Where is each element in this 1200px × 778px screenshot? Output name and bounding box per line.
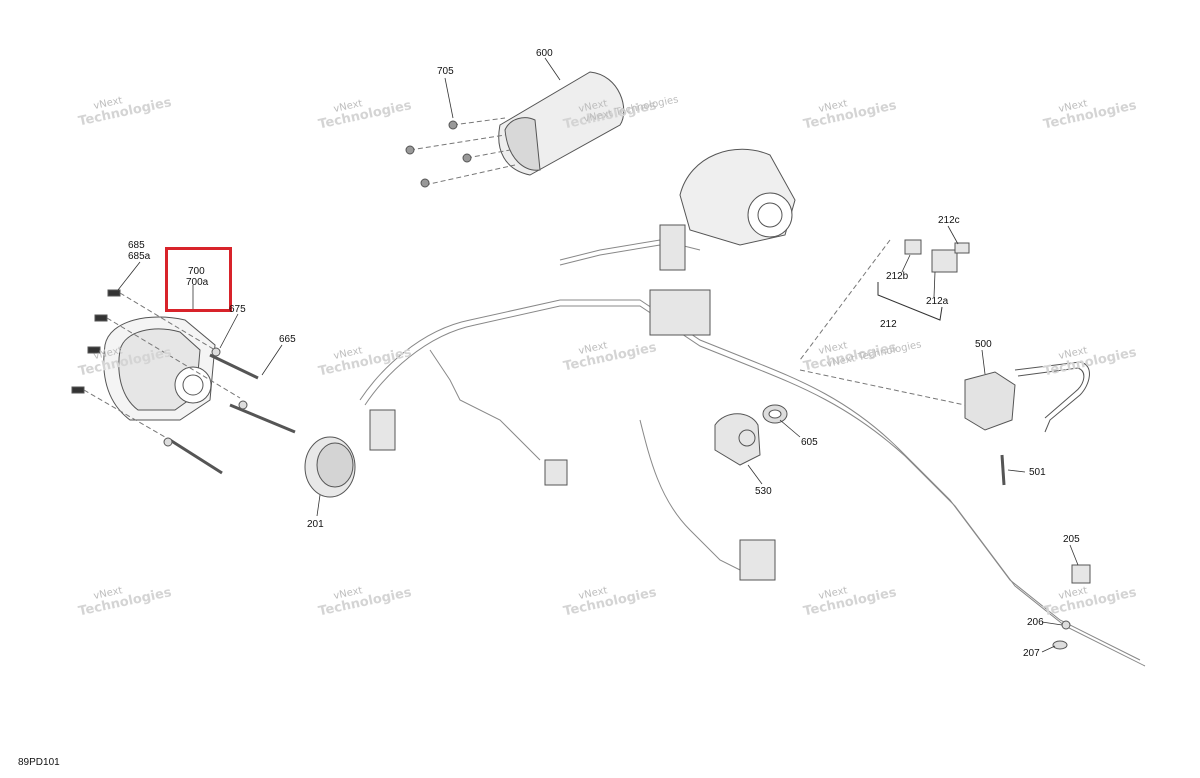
callout-685[interactable]: 685 <box>128 240 145 251</box>
callout-212b[interactable]: 212b <box>886 271 909 282</box>
callout-685a[interactable]: 685a <box>128 251 151 262</box>
sensor-205[interactable] <box>1071 564 1091 584</box>
screw-685-4[interactable] <box>71 386 85 394</box>
washer-207[interactable] <box>1052 640 1068 650</box>
callout-212c[interactable]: 212c <box>938 215 960 226</box>
actuator-530[interactable] <box>714 413 761 466</box>
callout-212a[interactable]: 212a <box>926 296 949 307</box>
selected-part-highlight <box>165 247 232 312</box>
screw-685-3[interactable] <box>87 346 101 354</box>
connector-block[interactable] <box>369 224 776 581</box>
headlight-housing-part[interactable] <box>103 316 216 421</box>
headlight-upper[interactable] <box>679 148 796 246</box>
grommet-605[interactable] <box>762 404 788 424</box>
callout-212[interactable]: 212 <box>880 319 897 330</box>
callout-665[interactable]: 665 <box>279 334 296 345</box>
bolt-665[interactable] <box>163 347 296 475</box>
callout-205[interactable]: 205 <box>1063 534 1080 545</box>
screw-685-2[interactable] <box>94 314 108 322</box>
connector-212[interactable] <box>904 239 970 273</box>
callout-530[interactable]: 530 <box>755 486 772 497</box>
callout-500[interactable]: 500 <box>975 339 992 350</box>
nut-206[interactable] <box>1061 620 1071 630</box>
cover-600[interactable] <box>498 71 625 176</box>
callout-201[interactable]: 201 <box>307 519 324 530</box>
callout-600[interactable]: 600 <box>536 48 553 59</box>
screw-705[interactable] <box>405 120 472 188</box>
diagram-code: 89PD101 <box>18 757 60 768</box>
callout-675[interactable]: 675 <box>229 304 246 315</box>
callout-501[interactable]: 501 <box>1029 467 1046 478</box>
switch-500[interactable] <box>964 361 1090 433</box>
callout-700[interactable]: 700 <box>188 266 205 277</box>
light-201[interactable] <box>304 436 356 498</box>
screw-685[interactable] <box>107 289 121 297</box>
callout-700a[interactable]: 700a <box>186 277 209 288</box>
callout-605[interactable]: 605 <box>801 437 818 448</box>
screw-501[interactable] <box>1000 454 1006 486</box>
callout-206[interactable]: 206 <box>1027 617 1044 628</box>
callout-705[interactable]: 705 <box>437 66 454 77</box>
callout-207[interactable]: 207 <box>1023 648 1040 659</box>
